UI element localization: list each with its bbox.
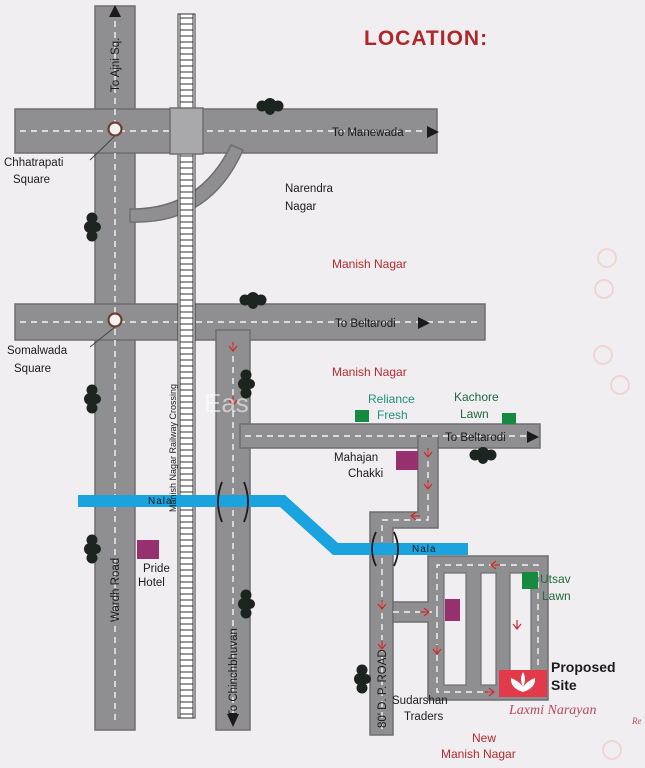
lotus-icon	[510, 672, 536, 692]
chhatrapati-square-marker[interactable]	[107, 121, 123, 137]
sudarshan-traders-label: Sudarshan	[392, 695, 448, 707]
mahajan-chakki-label: Mahajan	[334, 452, 378, 464]
nala-label-2: Nala	[412, 544, 437, 555]
nala-bridges	[217, 481, 399, 567]
pride-hotel-label: Pride	[143, 563, 170, 575]
road-label-beltarodi-2: To Beltarodi	[445, 432, 506, 444]
new-manish-nagar-label-2: Manish Nagar	[441, 747, 516, 761]
road-label-manewada: To Manewada	[332, 127, 404, 139]
narendra-nagar-label: Narendra	[285, 183, 334, 195]
road-label-dp: 80' D. P. ROAD	[377, 649, 389, 728]
direction-arrows	[109, 5, 539, 727]
nala-stream	[78, 495, 468, 555]
laxmi-narayan-brand-suffix: Re	[631, 716, 642, 726]
proposed-site-marker[interactable]	[499, 670, 547, 697]
road-label-beltarodi-1: To Beltarodi	[335, 318, 396, 330]
somalwada-square-label: Somalwada	[7, 345, 68, 357]
somalwada-square-label-2: Square	[14, 363, 51, 375]
chhatrapati-square-label-2: Square	[13, 174, 50, 186]
mahajan-chakki-label-2: Chakki	[348, 468, 383, 480]
road-label-wardh: Wardh Road	[110, 558, 122, 622]
chhatrapati-square-label: Chhatrapati	[4, 157, 63, 169]
laxmi-narayan-brand: Laxmi Narayan	[508, 703, 597, 718]
pride-hotel-label-2: Hotel	[138, 577, 165, 589]
new-manish-nagar-label: New	[472, 731, 496, 745]
reliance-fresh-label: Reliance	[368, 392, 415, 406]
utsav-lawn-label: Utsav	[540, 572, 571, 586]
manish-nagar-label-2: Manish Nagar	[332, 365, 407, 379]
nala-label-1: Nala	[148, 496, 173, 507]
kachore-lawn-marker[interactable]	[502, 413, 516, 424]
proposed-site-label: Proposed	[551, 659, 616, 675]
mahajan-chakki-marker[interactable]	[396, 451, 418, 470]
somalwada-square-marker[interactable]	[107, 312, 123, 328]
route-arrows	[228, 342, 522, 697]
road-label-railway: Manish Nagar Railway Crossing	[168, 384, 178, 512]
dp-road	[369, 435, 439, 736]
page-title: LOCATION:	[364, 27, 488, 50]
narendra-nagar-label-2: Nagar	[285, 201, 316, 213]
road-centre-lines	[20, 10, 539, 730]
utsav-lawn-label-2: Lawn	[542, 589, 571, 603]
reliance-fresh-label-2: Fresh	[377, 408, 408, 422]
road-label-ajni: To Ajni Sq.	[110, 38, 122, 92]
proposed-site-label-2: Site	[551, 677, 577, 693]
manish-nagar-label-1: Manish Nagar	[332, 257, 407, 271]
sudarshan-traders-label-2: Traders	[404, 711, 443, 723]
reliance-fresh-marker[interactable]	[355, 410, 369, 422]
utsav-lawn-marker[interactable]	[522, 572, 538, 589]
sudarshan-traders-marker[interactable]	[445, 599, 460, 621]
colony-roads	[392, 555, 549, 701]
decorative-rings	[593, 248, 630, 760]
pride-hotel-marker[interactable]	[137, 540, 159, 559]
road-label-chinchbhuvan: To Chinchbhuvan	[228, 628, 240, 717]
watermark-text: Eas	[204, 388, 249, 418]
kachore-lawn-label-2: Lawn	[460, 407, 489, 421]
railway-bridge	[169, 107, 204, 155]
road-network	[14, 5, 549, 736]
kachore-lawn-label: Kachore	[454, 390, 499, 404]
